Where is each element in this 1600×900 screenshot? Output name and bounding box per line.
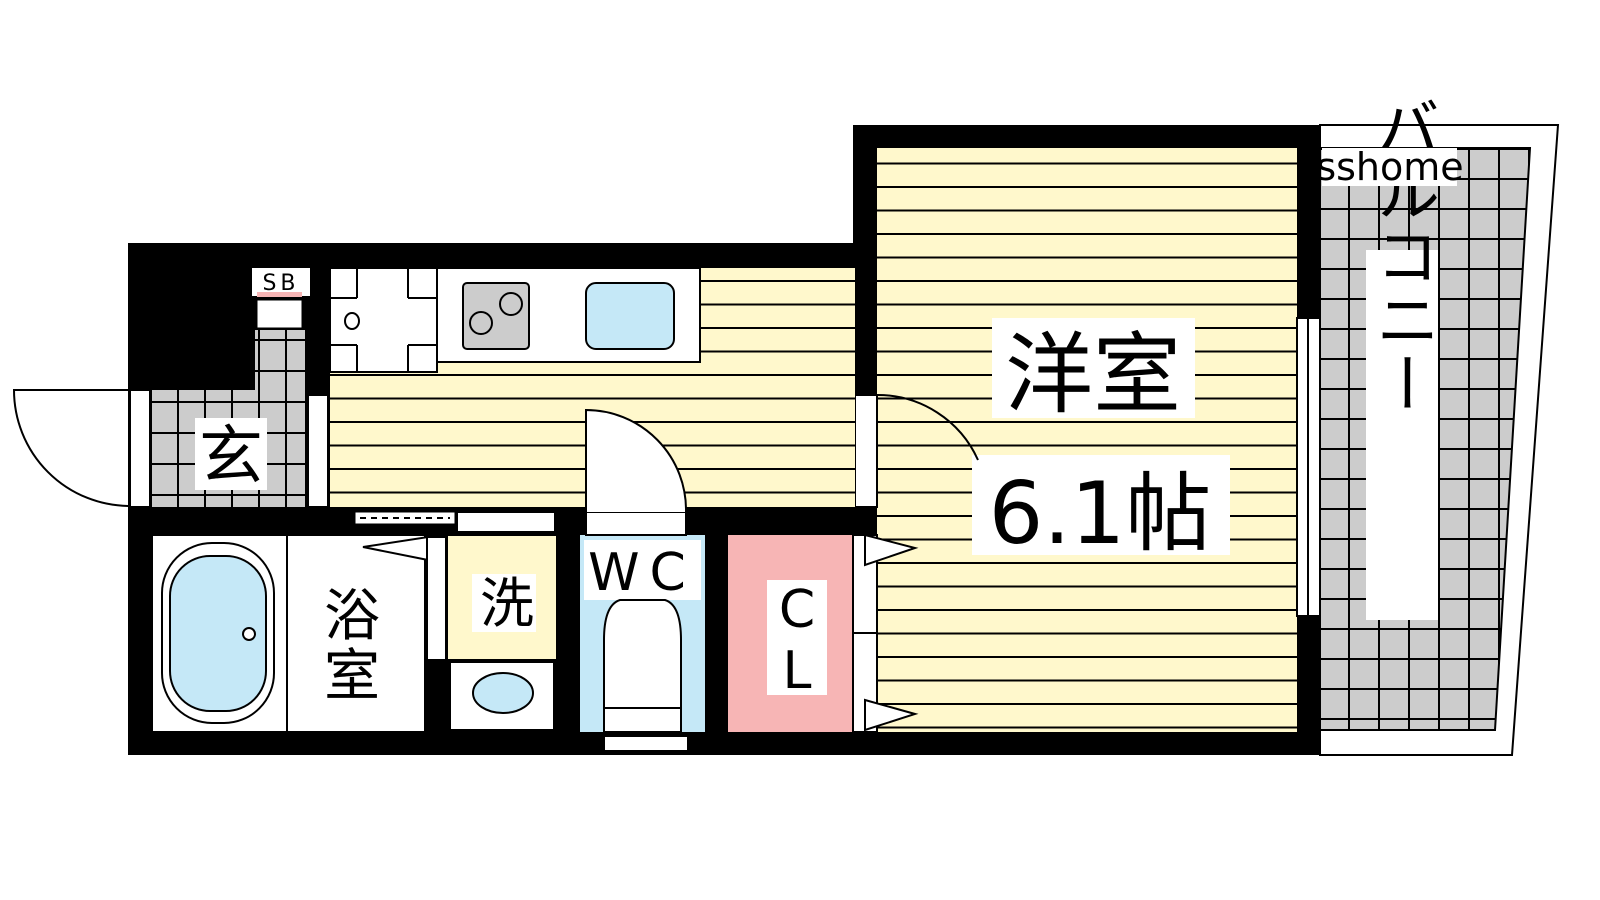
closet-label-2: L xyxy=(783,641,812,701)
bathroom-label-2: 室 xyxy=(324,644,380,709)
bathroom-label-1: 浴 xyxy=(324,584,380,649)
toilet-icon xyxy=(603,599,689,752)
bathroom-door[interactable] xyxy=(426,536,447,661)
toilet-door[interactable] xyxy=(585,511,687,536)
toilet-label: WC xyxy=(588,543,696,603)
stove-icon xyxy=(462,282,530,350)
western-room-size: 6.1帖 xyxy=(989,464,1212,564)
shoe-box-label: SB xyxy=(262,271,299,296)
western-room-label: 洋室 xyxy=(1005,323,1181,426)
western-room-door[interactable] xyxy=(854,394,878,508)
wash-basin-icon xyxy=(472,672,534,714)
balcony: バルコニー xyxy=(1319,95,1560,756)
balcony-label: バルコニー xyxy=(1365,95,1439,415)
watermark: sshome xyxy=(1316,145,1463,189)
western-room-floor xyxy=(877,148,1297,732)
closet-label-1: C xyxy=(779,580,815,640)
front-door[interactable] xyxy=(129,389,151,508)
washroom-label: 洗 xyxy=(480,572,534,635)
kitchen-sink-icon xyxy=(585,282,675,350)
entrance-label: 玄 xyxy=(199,420,263,494)
